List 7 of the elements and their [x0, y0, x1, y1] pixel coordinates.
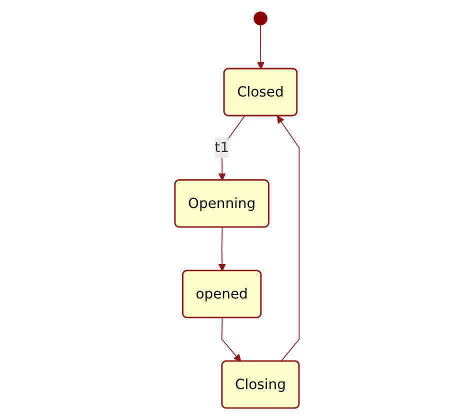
arrow — [221, 318, 242, 362]
node-circle — [253, 12, 268, 26]
arrow — [218, 226, 226, 272]
arrow — [276, 116, 300, 362]
arrow — [256, 24, 265, 70]
arrow — [218, 116, 245, 181]
edge-label: t1 — [214, 139, 229, 156]
